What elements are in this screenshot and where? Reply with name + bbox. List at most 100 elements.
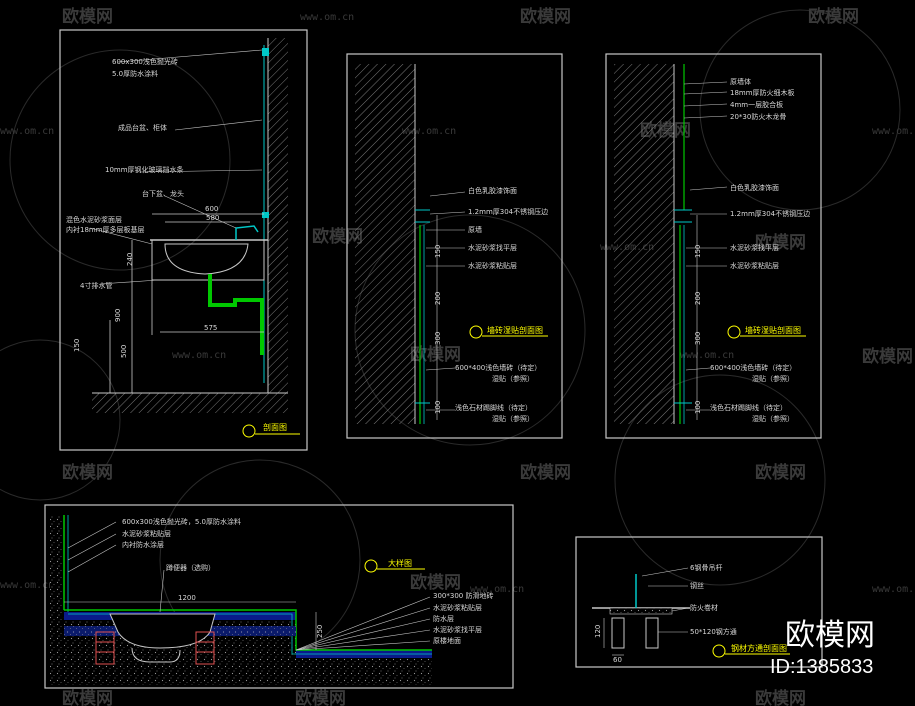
dim-300: 300: [694, 332, 702, 345]
watermark-logo: 欧模网: [62, 688, 113, 706]
panel-detail-2: 原墙体 18mm厚防火细木板 4mm一层胶合板 20*30防火木龙骨 白色乳胶漆…: [605, 53, 822, 439]
watermark-url: www.om.cn: [872, 126, 915, 137]
watermark-url: www.om.cn: [0, 126, 54, 137]
panel-detail-1: 白色乳胶漆饰面 1.2mm厚304不锈钢压边 原墙 水泥砂浆找平层 水泥砂浆粘贴…: [346, 53, 563, 439]
watermark-logo: 欧模网: [755, 232, 806, 253]
dim-300: 300: [434, 332, 442, 345]
label-glass-strip: 10mm厚钢化玻璃挡水条: [105, 165, 184, 174]
basin: [164, 243, 249, 275]
steel-tube-right: [645, 617, 659, 649]
title-marker: [712, 644, 726, 658]
watermark-url: www.om.cn: [172, 350, 226, 361]
label-bonding-layer: 水泥砂浆粘贴层: [730, 261, 779, 270]
label-bonding-layer: 水泥砂浆粘贴层: [122, 529, 171, 538]
watermark-url: www.om.cn: [402, 126, 456, 137]
panel-frame: [44, 504, 514, 689]
label-fire-board: 18mm厚防火细木板: [730, 88, 795, 97]
dim-500: 500: [120, 345, 128, 358]
label-original-wall: 原墙: [468, 225, 482, 234]
dim-250: 250: [316, 625, 324, 638]
title-marker: [364, 559, 378, 573]
dim-60: 60: [613, 656, 622, 664]
label-steel-tube: 50*120钢方通: [690, 627, 737, 636]
label-drain-pipe: 4寸排水管: [80, 281, 112, 290]
watermark-logo: 欧模网: [295, 688, 346, 706]
label-original-floor: 原楼地面: [433, 636, 461, 645]
watermark-logo: 欧模网: [755, 688, 806, 706]
watermark-logo: 欧模网: [520, 462, 571, 483]
dim-150: 150: [434, 245, 442, 258]
label-cabinet: 成品台盆、柜体: [118, 123, 167, 132]
label-wood-keel: 20*30防火木龙骨: [730, 112, 786, 121]
watermark-logo: 欧模网: [808, 6, 859, 27]
dim-575: 575: [204, 324, 217, 332]
dim-120: 120: [594, 625, 602, 638]
label-hanger-rod: 6钢骨吊杆: [690, 563, 722, 572]
dim-1200: 1200: [178, 594, 196, 602]
watermark-logo: 欧模网: [755, 462, 806, 483]
dim-150: 150: [694, 245, 702, 258]
label-floor-bonding: 水泥砂浆粘贴层: [433, 603, 482, 612]
label-wet-paste: 湿贴（参照）: [752, 374, 794, 383]
label-squat-toilet: 蹲便器（选购）: [166, 563, 215, 572]
label-floor-tile: 300*300 防滑地砖: [433, 591, 493, 600]
wall-hatch: [614, 64, 674, 424]
panel-frame: [59, 29, 308, 451]
brand-name: 欧模网: [785, 619, 875, 652]
drain-pipe: [208, 274, 264, 355]
watermark-logo: 欧模网: [520, 6, 571, 27]
label-tile-waterproof: 600x300浅色抛光砖，5.0厚防水涂料: [122, 517, 241, 526]
watermark-logo: 欧模网: [410, 572, 461, 593]
panel-frame: [605, 53, 822, 439]
panel-frame: [575, 536, 823, 668]
label-steel-wire: 钢丝: [690, 581, 704, 590]
label-waterproof: 防水层: [433, 614, 454, 623]
label-skirting: 浅色石材踢脚线（待定）: [455, 403, 532, 412]
dim-100: 100: [434, 401, 442, 414]
wall-hatch: [268, 38, 288, 393]
label-bonding-layer: 水泥砂浆粘贴层: [468, 261, 517, 270]
label-wet-paste: 湿贴（参照）: [492, 374, 534, 383]
label-steel-trim: 1.2mm厚304不锈钢压边: [730, 209, 810, 218]
fire-membrane: [609, 607, 673, 615]
wall-marker-mid: [262, 212, 269, 218]
label-waterproof-coat: 内衬防水涂层: [122, 540, 164, 549]
panel-title: 墙砖湿贴剖面图: [487, 325, 543, 335]
toilet-bowl: [109, 613, 216, 649]
steel-tube-left: [611, 617, 625, 649]
watermark-logo: 欧模网: [862, 346, 913, 367]
watermark-url: www.om.cn: [872, 584, 915, 595]
dim-200: 200: [694, 292, 702, 305]
title-marker: [242, 424, 256, 438]
panel-title: 钢材方通剖面图: [731, 643, 787, 653]
label-basin-faucet: 台下盆、龙头: [142, 189, 184, 198]
dim-900: 900: [114, 309, 122, 322]
dim-200: 200: [434, 292, 442, 305]
watermark-layer: 欧模网欧模网欧模网欧模网欧模网欧模网欧模网欧模网欧模网欧模网欧模网欧模网欧模网欧…: [0, 6, 915, 706]
panel-section: 600x300浅色抛光砖 5.0厚防水涂料 成品台盆、柜体 10mm厚钢化玻璃挡…: [59, 29, 308, 451]
dim-600: 600: [205, 205, 218, 213]
label-leveling: 水泥砂浆找平层: [433, 625, 482, 634]
support-brick-left: [95, 631, 115, 665]
label-waterproof: 5.0厚防水涂料: [112, 69, 158, 78]
label-wall-tile: 600*400浅色墙砖（待定）: [710, 363, 796, 372]
label-wall-tile: 600*400浅色墙砖（待定）: [455, 363, 541, 372]
title-marker: [727, 325, 741, 339]
wall-hatch: [355, 64, 415, 424]
title-marker: [469, 325, 483, 339]
label-wet-paste-2: 湿贴（参照）: [752, 414, 794, 423]
watermark-logo: 欧模网: [62, 6, 113, 27]
panel-toilet: 600x300浅色抛光砖，5.0厚防水涂料 水泥砂浆粘贴层 内衬防水涂层 蹲便器…: [44, 504, 514, 689]
panel-frame: [346, 53, 563, 439]
watermark-url: www.om.cn: [300, 12, 354, 23]
panel-title: 墙砖湿贴剖面图: [745, 325, 801, 335]
dim-580: 580: [206, 214, 219, 222]
label-mortar-surface: 混色水泥砂浆面层: [66, 215, 122, 224]
panel-parts: 6钢骨吊杆 钢丝 防火卷材 50*120钢方通 120 60 钢材方通剖面图: [575, 536, 823, 668]
watermark-logo: 欧模网: [312, 226, 363, 247]
label-leveling-layer: 水泥砂浆找平层: [468, 243, 517, 252]
watermark-url: www.om.cn: [470, 584, 524, 595]
dim-150: 150: [73, 339, 81, 352]
label-steel-trim: 1.2mm厚304不锈钢压边: [468, 207, 548, 216]
watermark-logo: 欧模网: [410, 344, 461, 365]
